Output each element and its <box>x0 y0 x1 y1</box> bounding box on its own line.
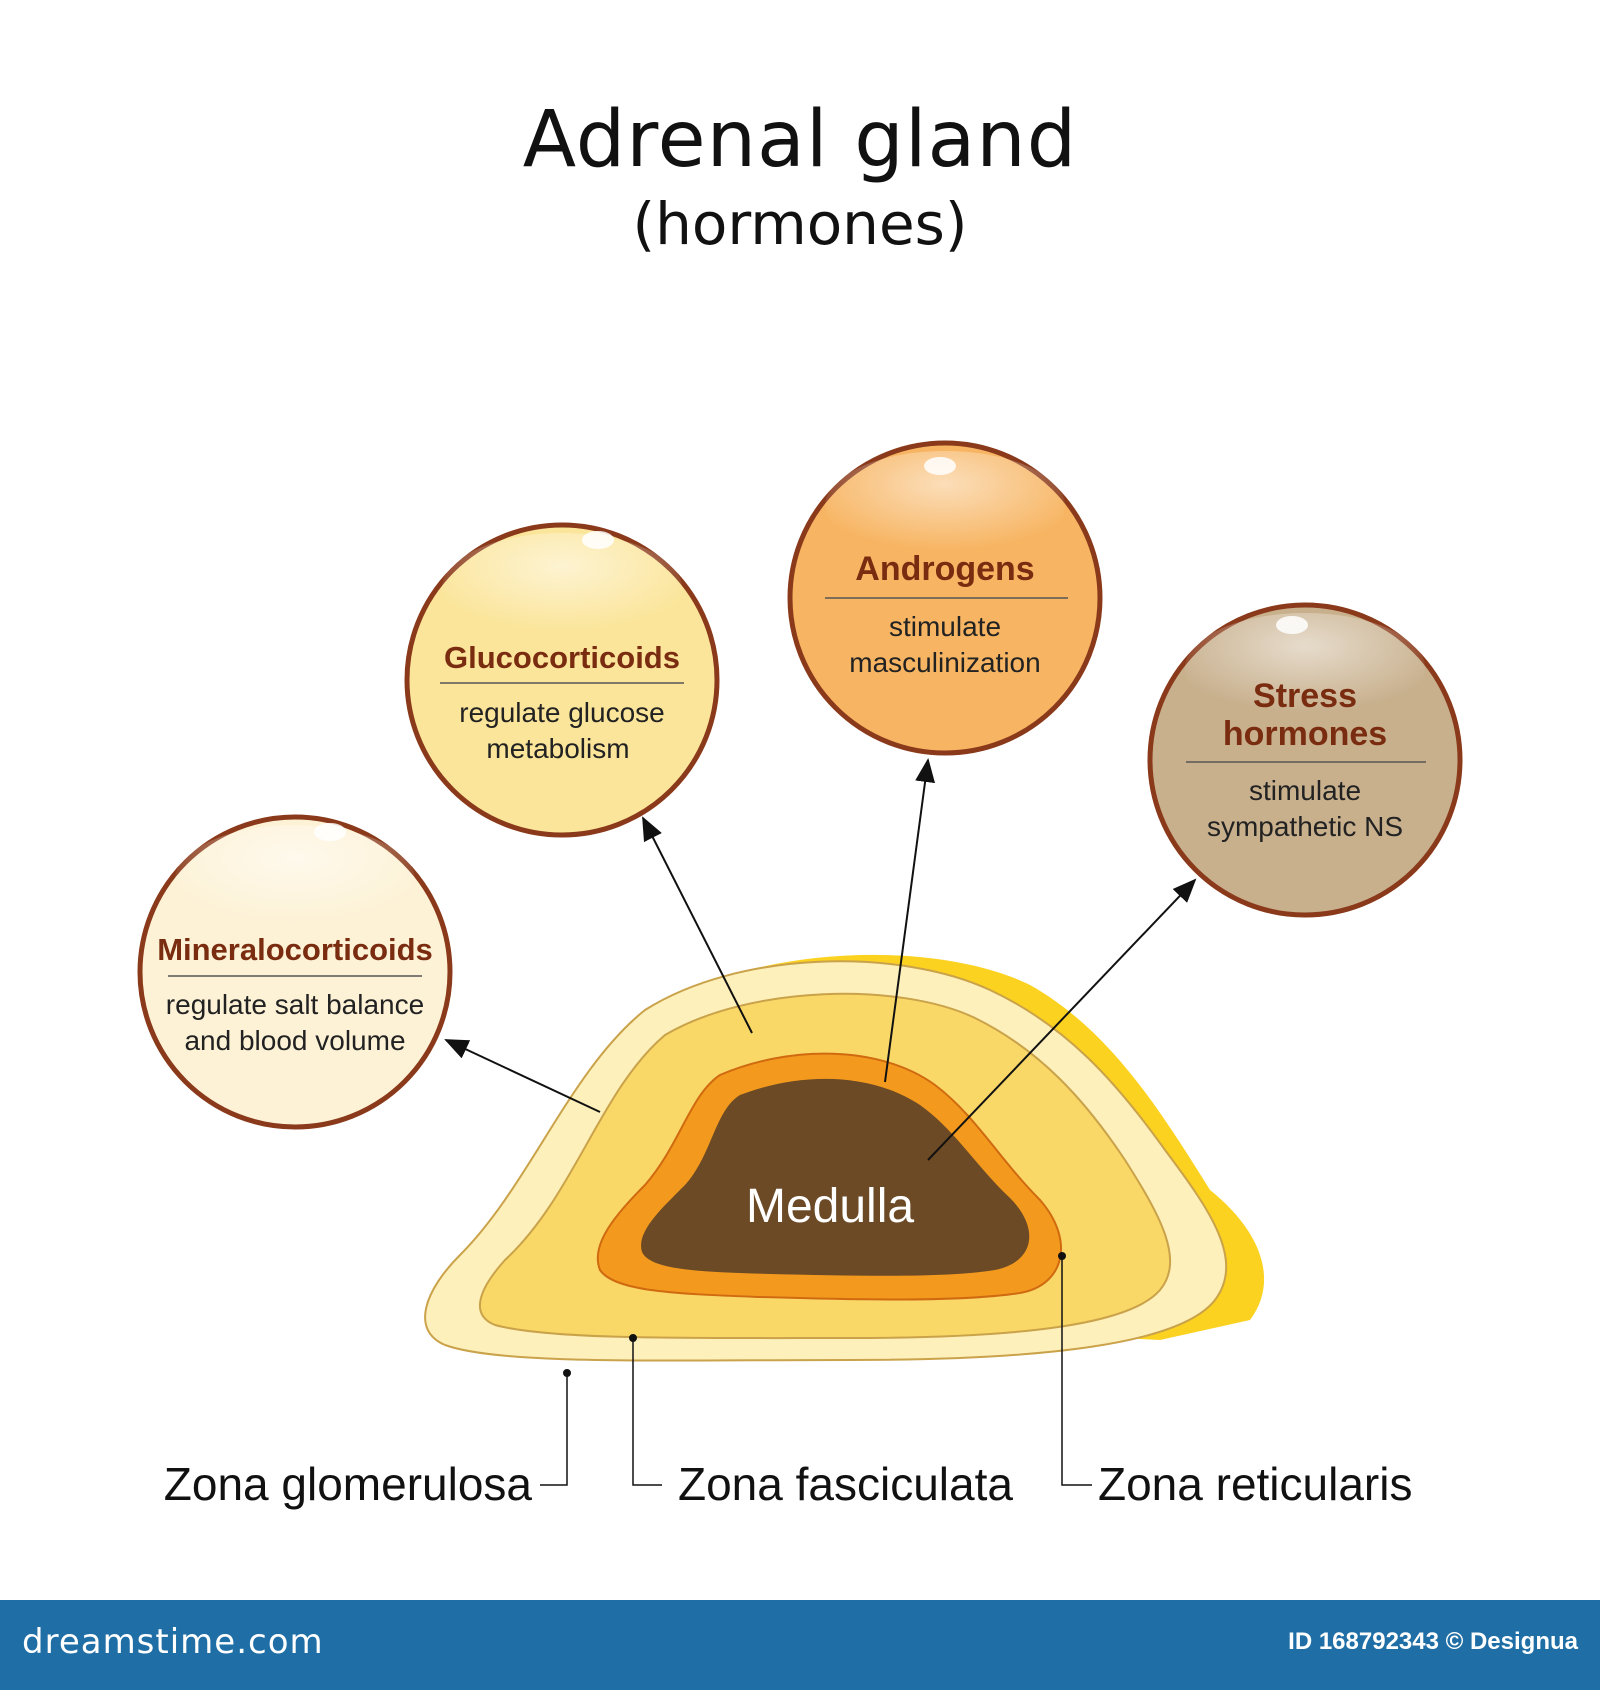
arrow-fasciculata-to-glucocorticoids <box>642 816 753 1034</box>
bubble-desc-glucocorticoids-1: regulate glucose <box>459 697 664 728</box>
bubble-desc-mineralocorticoids-2: and blood volume <box>184 1025 405 1056</box>
bubble-desc-stress-1: stimulate <box>1249 775 1361 806</box>
bubble-name-androgens: Androgens <box>855 550 1034 588</box>
bubble-glucocorticoids: Glucocorticoids regulate glucose metabol… <box>404 522 720 838</box>
arrow-glomerulosa-to-mineralocorticoids <box>444 1039 601 1113</box>
bubble-desc-glucocorticoids-2: metabolism <box>486 733 629 764</box>
bubble-desc-androgens-1: stimulate <box>889 611 1001 642</box>
bubble-desc-stress-2: sympathetic NS <box>1207 811 1403 842</box>
leader-fasciculata <box>632 1338 662 1486</box>
footer-bar: dreamstime.com ID 168792343 © Designua <box>0 1600 1600 1690</box>
zone-label-fasciculata: Zona fasciculata <box>678 1458 1013 1510</box>
zone-label-glomerulosa: Zona glomerulosa <box>164 1458 533 1510</box>
bubble-name-mineralocorticoids: Mineralocorticoids <box>157 932 433 967</box>
bubble-name-stress-2: hormones <box>1223 715 1387 753</box>
arrows <box>444 758 1197 1161</box>
bubble-desc-androgens-2: masculinization <box>849 647 1040 678</box>
bubble-name-stress-1: Stress <box>1253 677 1357 715</box>
bubble-desc-mineralocorticoids-1: regulate salt balance <box>166 989 424 1020</box>
bubble-mineralocorticoids: Mineralocorticoids regulate salt balance… <box>137 814 453 1130</box>
footer-image-id: ID 168792343 © Designua <box>1288 1628 1578 1655</box>
leader-glomerulosa <box>540 1373 568 1486</box>
arrow-medulla-to-stress-hormones <box>927 878 1197 1161</box>
bubble-androgens: Androgens stimulate masculinization <box>787 440 1103 756</box>
adrenal-gland-cross-section: Medulla <box>424 954 1265 1362</box>
diagram-subtitle: (hormones) <box>632 190 968 258</box>
zone-leaders <box>540 1252 1092 1486</box>
zone-label-reticularis: Zona reticularis <box>1098 1458 1412 1510</box>
bubble-stress-hormones: Stress hormones stimulate sympathetic NS <box>1147 602 1463 918</box>
bubble-name-glucocorticoids: Glucocorticoids <box>444 640 680 675</box>
diagram-title: Adrenal gland <box>522 95 1078 185</box>
footer-brand: dreamstime.com <box>22 1622 324 1662</box>
leader-reticularis <box>1061 1256 1092 1486</box>
medulla-layer <box>641 1078 1030 1276</box>
medulla-label: Medulla <box>746 1180 914 1233</box>
arrow-reticularis-to-androgens <box>884 758 935 1083</box>
